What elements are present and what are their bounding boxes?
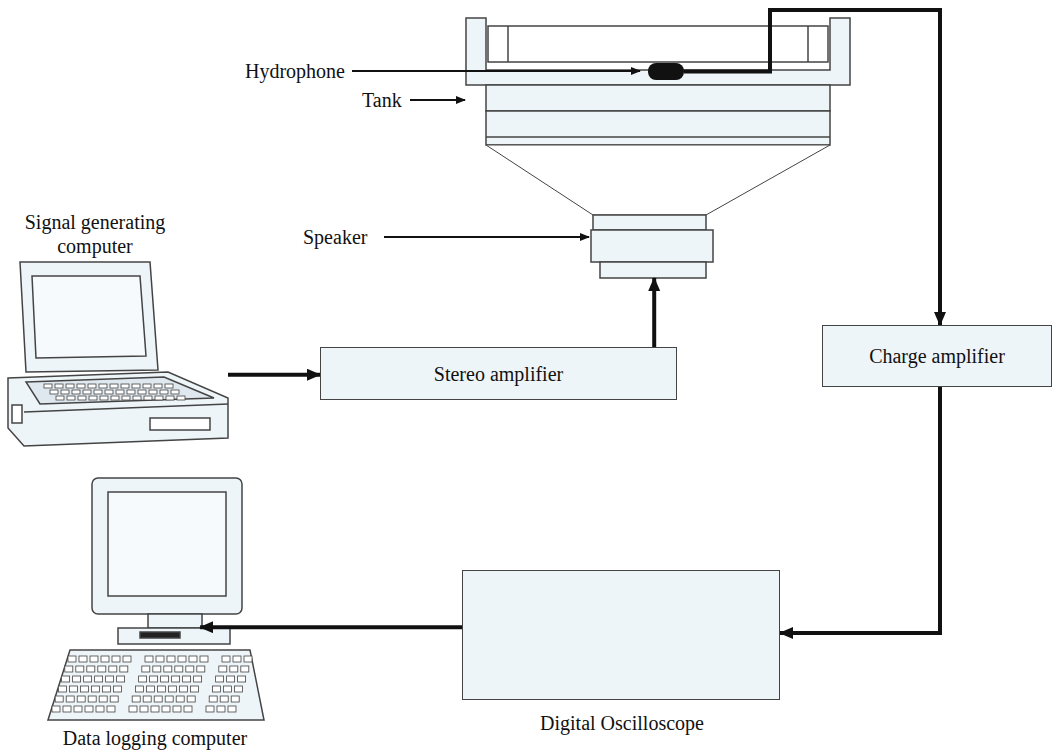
speaker-cone (486, 145, 830, 215)
speaker-top (593, 215, 706, 230)
leader-line (410, 99, 465, 101)
node-label: Speaker (303, 225, 367, 249)
signal-computer: Signal generating computer (8, 260, 228, 445)
oscilloscope: Digital Oscilloscope (462, 570, 780, 700)
data-computer: Data logging computer (45, 478, 265, 722)
laptop-base (8, 372, 228, 446)
monitor-screen (108, 492, 226, 596)
monitor (92, 478, 242, 614)
part-label: Tank (362, 88, 402, 112)
node-label: Stereo amplifier (424, 362, 573, 386)
speaker-body (591, 230, 713, 262)
node-label: Charge amplifier (859, 344, 1015, 368)
process-box: Stereo amplifier (320, 347, 677, 400)
node-label: Hydrophone (245, 59, 345, 83)
process-box: Charge amplifier (822, 325, 1052, 387)
tank-plate (486, 111, 830, 145)
laptop-screen (32, 276, 146, 358)
monitor-neck (148, 614, 202, 628)
signal-wire (780, 387, 940, 633)
laptop-lid (20, 262, 158, 372)
signal-wire (684, 10, 940, 325)
signal-wire (200, 625, 462, 629)
leader-line (384, 236, 589, 238)
keyboard (48, 650, 264, 720)
tank-body (466, 18, 850, 85)
node-label: Digital Oscilloscope (463, 711, 781, 735)
tank-base (486, 85, 830, 111)
signal-wire (652, 278, 656, 347)
node-label: Signal generating computer (0, 210, 195, 258)
tank-water (488, 26, 828, 62)
signal-wire (228, 373, 320, 377)
node-label: Data logging computer (35, 726, 275, 750)
monitor-stand (118, 628, 230, 644)
laptop-deck (26, 377, 214, 404)
hydrophone: Hydrophone (648, 63, 684, 80)
speaker-base (600, 262, 706, 278)
leader-line (352, 70, 640, 72)
speaker: Speaker (591, 215, 713, 278)
